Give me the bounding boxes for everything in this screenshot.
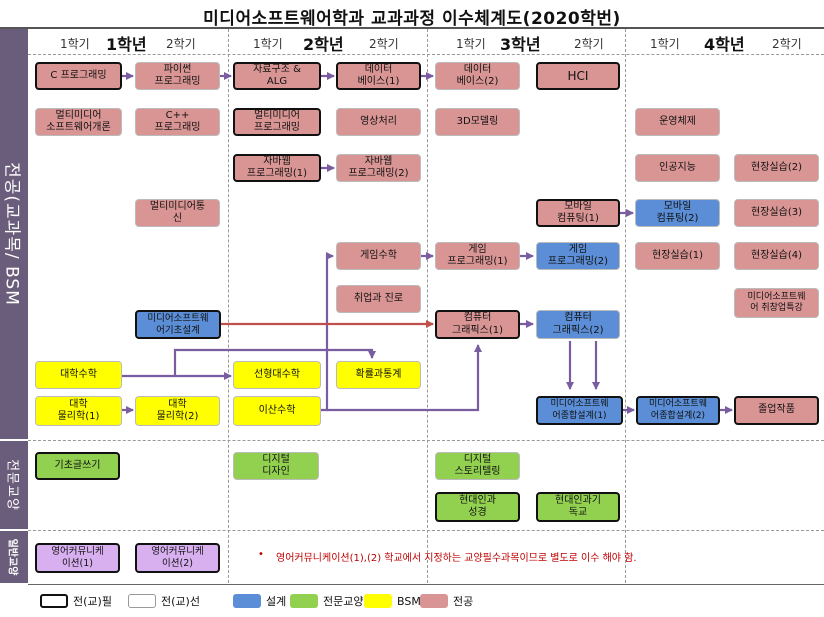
grade-header-3: 1학기 3학년 2학기 <box>428 33 625 54</box>
legend-liberal: 전문교양 <box>290 593 363 609</box>
grade-divider <box>228 29 229 583</box>
course-discrete-math[interactable]: 이산수학 <box>233 396 321 426</box>
semester-label: 2학기 <box>574 37 604 51</box>
legend-elective: 전(교)선 <box>128 593 200 609</box>
course-hci[interactable]: HCI <box>536 62 620 90</box>
year-label: 2학년 <box>303 35 344 54</box>
course-calculus[interactable]: 대학수학 <box>35 361 122 389</box>
year-label: 4학년 <box>704 35 745 54</box>
course-prob-stat[interactable]: 확률과통계 <box>336 361 421 389</box>
legend-swatch <box>364 594 392 608</box>
course-field-practice-1[interactable]: 현장실습(1) <box>635 242 720 270</box>
grade-header-4: 1학기 4학년 2학기 <box>626 33 824 54</box>
arrow-discrete-gamemath <box>321 252 334 412</box>
section-divider <box>28 440 824 441</box>
grade-divider <box>427 29 428 583</box>
course-os[interactable]: 운영체제 <box>635 108 720 136</box>
legend-label: 전(교)선 <box>161 595 200 608</box>
semester-label: 1학기 <box>60 37 90 51</box>
grade-header-1: 1학기 1학년 2학기 <box>30 33 228 54</box>
section-label-general: 일반교양 <box>0 531 28 583</box>
course-data-structure-alg[interactable]: 자료구조 &ALG <box>233 62 321 90</box>
year-label: 1학년 <box>106 35 147 54</box>
semester-label: 2학기 <box>369 37 399 51</box>
english-note-bullet: • <box>258 549 264 560</box>
legend-swatch <box>290 594 318 608</box>
semester-label: 1학기 <box>650 37 680 51</box>
legend-label: 전문교양 <box>323 595 364 608</box>
legend-swatch <box>420 594 448 608</box>
course-field-practice-4[interactable]: 현장실습(4) <box>734 242 819 270</box>
header-row-divider <box>28 54 824 55</box>
course-field-practice-3[interactable]: 현장실습(3) <box>734 199 819 227</box>
section-divider <box>28 530 824 531</box>
course-career[interactable]: 취업과 진로 <box>336 285 421 313</box>
course-basic-writing[interactable]: 기초글쓰기 <box>35 452 120 480</box>
grade-header-2: 1학기 2학년 2학기 <box>229 33 427 54</box>
semester-label: 1학기 <box>253 37 283 51</box>
course-cpp[interactable]: C++프로그래밍 <box>135 108 220 136</box>
english-note: 영어커뮤니케이션(1),(2) 학교에서 지정하는 교양필수과목이므로 별도로 … <box>276 553 637 564</box>
legend-label: BSM <box>397 594 421 608</box>
course-ai[interactable]: 인공지능 <box>635 154 720 182</box>
legend-label: 설계 <box>266 595 287 608</box>
semester-label: 2학기 <box>166 37 196 51</box>
legend-major: 전공 <box>420 593 473 609</box>
arrow-calculus-probstat <box>173 348 376 376</box>
legend-swatch <box>128 594 156 608</box>
course-linear-algebra[interactable]: 선형대수학 <box>233 361 321 389</box>
header-divider <box>0 27 824 29</box>
course-3d-modeling[interactable]: 3D모델링 <box>435 108 520 136</box>
legend-label: 전(교)필 <box>73 595 112 608</box>
arrow-discrete-cg1 <box>327 344 482 412</box>
course-c-programming[interactable]: C 프로그래밍 <box>35 62 122 90</box>
course-graduation-work[interactable]: 졸업작품 <box>734 396 819 425</box>
semester-label: 1학기 <box>456 37 486 51</box>
section-label-liberal: 전문교양 <box>0 441 28 529</box>
legend-required: 전(교)필 <box>40 593 112 609</box>
course-field-practice-2[interactable]: 현장실습(2) <box>734 154 819 182</box>
legend-divider <box>28 584 824 585</box>
course-game-math[interactable]: 게임수학 <box>336 242 421 270</box>
legend-swatch <box>233 594 261 608</box>
section-label-major: 전공(교과목/ BSM <box>0 29 28 439</box>
year-label: 3학년 <box>500 35 541 54</box>
semester-label: 2학기 <box>772 37 802 51</box>
legend-swatch <box>40 594 68 608</box>
legend-label: 전공 <box>453 595 474 608</box>
course-image-processing[interactable]: 영상처리 <box>336 108 421 136</box>
grade-divider <box>625 29 626 583</box>
legend-design: 설계 <box>233 593 286 609</box>
legend-bsm: BSM <box>364 593 421 609</box>
page-title: 미디어소프트웨어학과 교과과정 이수체계도(2020학번) <box>203 9 621 29</box>
